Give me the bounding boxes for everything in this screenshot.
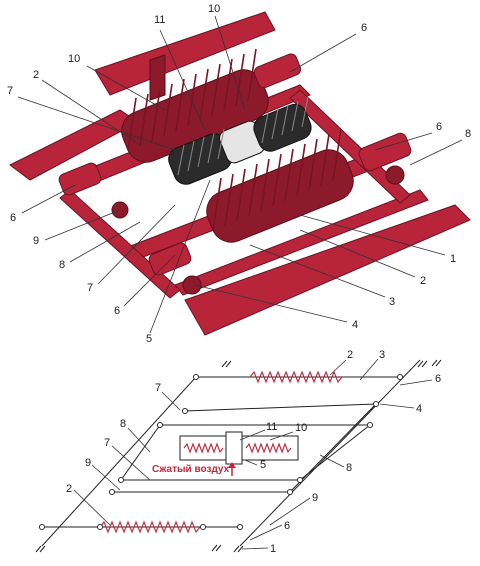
- photo-label-3: 3: [389, 296, 395, 308]
- cross-bar-left: [59, 189, 181, 299]
- photo-label-7: 7: [7, 85, 13, 97]
- photo-label-2: 2: [33, 69, 39, 81]
- photo-label-1: 1: [450, 253, 456, 265]
- photo-label-8: 8: [465, 128, 471, 140]
- scheme-label-8: 8: [346, 462, 352, 474]
- ground-hatches: [35, 359, 442, 553]
- front-spring-symbol: [99, 520, 201, 534]
- scheme-label-8: 8: [120, 418, 126, 430]
- scheme-label-2: 2: [66, 483, 72, 495]
- photo-label-7: 7: [87, 282, 93, 294]
- front-main-spring: [206, 128, 354, 243]
- scheme-leader-lines: [73, 358, 433, 550]
- left-diagonal: [41, 376, 197, 547]
- pantograph-base-photo: 11 10 10 2 6 7 6 8 6 9 8 7 6 5 1 2 3 4: [7, 3, 471, 345]
- scheme-label-10: 10: [295, 422, 307, 434]
- photo-label-6: 6: [436, 121, 442, 133]
- rear-spring-symbol: [249, 370, 343, 384]
- scheme-label-11: 11: [266, 421, 277, 433]
- scheme-label-7: 7: [155, 382, 161, 394]
- cylinder-spring-right: [245, 442, 292, 454]
- scheme-label-9: 9: [85, 457, 91, 469]
- scheme-label-4: 4: [416, 403, 422, 415]
- scheme-label-9: 9: [312, 492, 318, 504]
- scheme-label-6: 6: [284, 520, 290, 532]
- cylinder-piston: [225, 431, 243, 465]
- pneumatic-drive: [168, 96, 312, 185]
- photo-label-8: 8: [59, 259, 65, 271]
- photo-label-10: 10: [208, 3, 220, 15]
- kinematic-scheme: Сжатый воздух: [35, 349, 442, 555]
- scheme-label-6: 6: [435, 373, 441, 385]
- air-label: Сжатый воздух: [152, 464, 230, 475]
- front-skid: [184, 204, 471, 336]
- hinge-pins: [38, 373, 404, 531]
- link-right-long: [289, 403, 377, 493]
- link-right: [299, 424, 371, 481]
- photo-label-5: 5: [146, 333, 152, 345]
- shaft-units: [58, 53, 412, 295]
- link-left: [120, 424, 161, 481]
- photo-label-11: 11: [154, 14, 165, 26]
- link-rod-upper: [184, 403, 377, 412]
- photo-leader-lines: [17, 15, 463, 334]
- photo-label-2: 2: [420, 275, 426, 287]
- scheme-label-3: 3: [379, 349, 385, 361]
- scheme-label-1: 1: [270, 543, 276, 555]
- photo-label-6: 6: [361, 22, 367, 34]
- photo-label-6: 6: [114, 305, 120, 317]
- mount-bracket: [149, 54, 166, 101]
- photo-label-4: 4: [352, 319, 358, 331]
- right-diagonal: [239, 359, 421, 547]
- air-arrow-head: [228, 462, 236, 468]
- scheme-label-5: 5: [260, 459, 266, 471]
- photo-label-10: 10: [68, 53, 80, 65]
- cylinder-spring-left: [183, 442, 224, 454]
- rear-plate: [94, 11, 276, 96]
- scheme-label-7: 7: [104, 437, 110, 449]
- photo-label-6: 6: [10, 212, 16, 224]
- rail-c: [174, 189, 429, 296]
- scheme-label-2: 2: [347, 349, 353, 361]
- photo-label-9: 9: [33, 235, 39, 247]
